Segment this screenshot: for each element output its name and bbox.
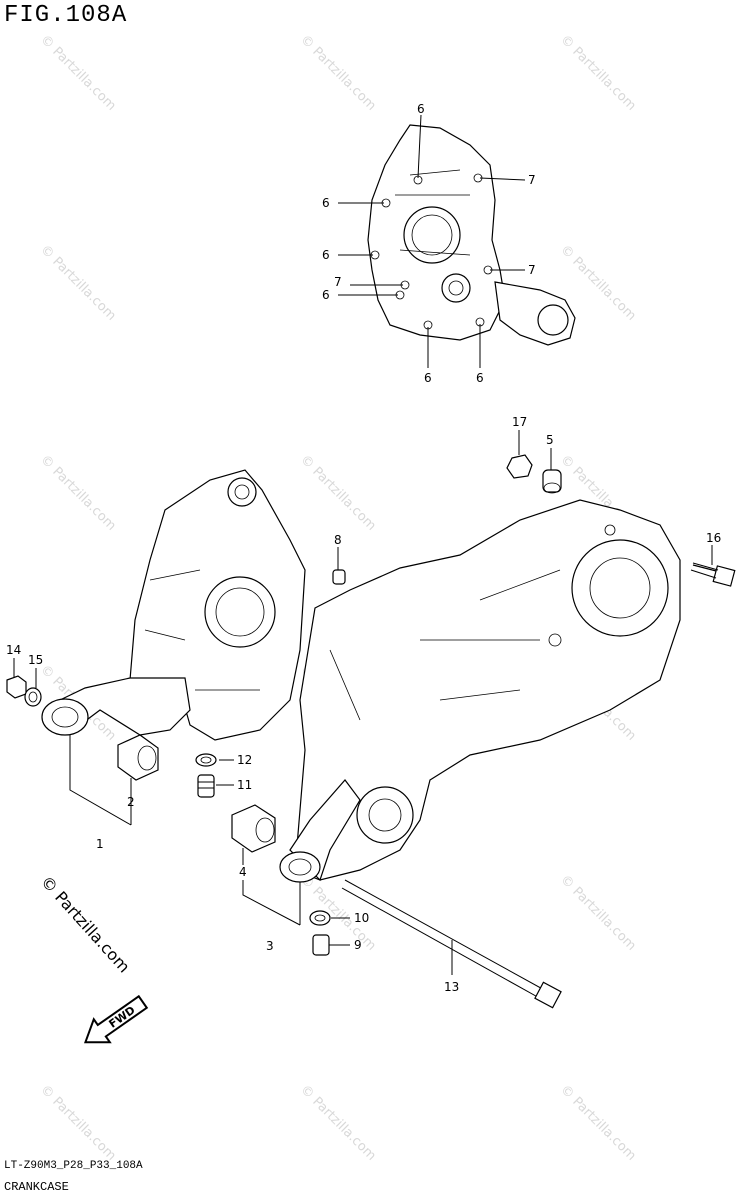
watermark: © Partzilla.com bbox=[37, 242, 119, 324]
callout-13: 13 bbox=[444, 980, 459, 994]
watermark: © Partzilla.com bbox=[297, 1082, 379, 1164]
diagram-caption: CRANKCASE bbox=[4, 1180, 69, 1194]
watermark: © Partzilla.com bbox=[37, 452, 119, 534]
callout-10: 10 bbox=[354, 911, 369, 925]
leader-lines-lower bbox=[13, 430, 713, 975]
diagram-code: LT-Z90M3_P28_P33_108A bbox=[4, 1160, 143, 1172]
callout-12: 12 bbox=[237, 753, 252, 767]
callout-1: 1 bbox=[96, 837, 104, 851]
small-parts bbox=[6, 454, 736, 1009]
callout-8: 8 bbox=[334, 533, 342, 547]
callout-3: 3 bbox=[266, 939, 274, 953]
callout-16: 16 bbox=[706, 531, 721, 545]
callout-5: 5 bbox=[546, 433, 554, 447]
callout-9: 9 bbox=[354, 938, 362, 952]
callout-4: 4 bbox=[239, 865, 247, 879]
leader-lines-top bbox=[338, 114, 526, 368]
fwd-direction-arrow: FWD bbox=[83, 994, 149, 1044]
crankcase-left-half bbox=[41, 469, 306, 741]
watermark: © Partzilla.com bbox=[297, 452, 379, 534]
callout-14: 14 bbox=[6, 643, 21, 657]
callout-15: 15 bbox=[28, 653, 43, 667]
callout-7: 7 bbox=[528, 173, 536, 187]
watermark: © Partzilla.com bbox=[557, 872, 639, 954]
watermark: © Partzilla.com bbox=[557, 1082, 639, 1164]
crankcase-right-half bbox=[279, 499, 681, 883]
callout-2: 2 bbox=[127, 795, 135, 809]
callout-7: 7 bbox=[334, 275, 342, 289]
watermark: © Partzilla.com bbox=[557, 32, 639, 114]
callout-11: 11 bbox=[237, 778, 252, 792]
watermark: © Partzilla.com bbox=[297, 32, 379, 114]
figure-title: FIG.108A bbox=[4, 2, 128, 29]
callout-6: 6 bbox=[476, 371, 484, 385]
watermark: © Partzilla.com bbox=[37, 1082, 119, 1164]
watermark-large: © Partzilla.com bbox=[37, 872, 134, 976]
callout-6: 6 bbox=[424, 371, 432, 385]
callout-6: 6 bbox=[417, 102, 425, 116]
callout-7: 7 bbox=[528, 263, 536, 277]
callout-6: 6 bbox=[322, 196, 330, 210]
watermark: © Partzilla.com bbox=[37, 32, 119, 114]
callout-6: 6 bbox=[322, 248, 330, 262]
callout-labels: 6 7 6 6 7 7 6 6 6 17 5 16 8 14 15 12 11 … bbox=[6, 102, 721, 994]
callout-6: 6 bbox=[322, 288, 330, 302]
crankcase-cover-top bbox=[367, 124, 576, 346]
callout-17: 17 bbox=[512, 415, 527, 429]
